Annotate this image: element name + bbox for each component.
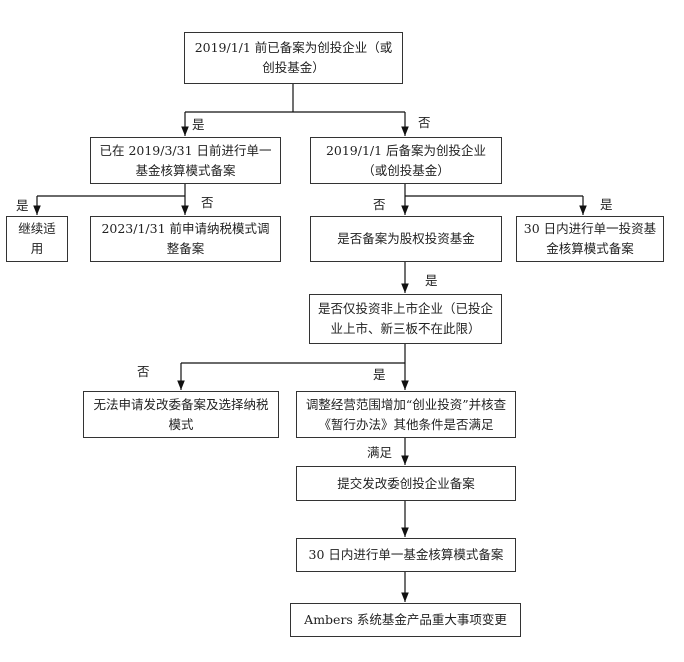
decision-equity-fund-registered: 是否备案为股权投资基金 [310, 216, 502, 262]
node-text: 2019/1/1 后备案为创投企业（或创投基金） [325, 142, 487, 178]
node-ambers-system-change: Ambers 系统基金产品重大事项变更 [290, 603, 521, 637]
node-text: 30 日内进行单一基金核算模式备案 [308, 547, 504, 562]
start-node-prior-registration: 2019/1/1 前已备案为创投企业（或创投基金） [184, 32, 403, 84]
node-text: 30 日内进行单一投资基金核算模式备案 [523, 221, 657, 256]
node-text: 调整经营范围增加“创业投资”并核查《暂行办法》其他条件是否满足 [305, 396, 507, 432]
node-continue-apply: 继续适用 [6, 216, 68, 262]
branch-label-no: 否 [418, 115, 431, 130]
branch-label-yes: 是 [600, 197, 613, 212]
node-text: 已在 2019/3/31 日前进行单一基金核算模式备案 [99, 142, 272, 178]
node-submit-ndrc-registration: 提交发改委创投企业备案 [296, 466, 516, 501]
node-single-fund-accounting-30-days: 30 日内进行单一基金核算模式备案 [296, 538, 516, 572]
node-text: 无法申请发改委备案及选择纳税模式 [93, 396, 269, 432]
branch-label-satisfied: 满足 [367, 445, 393, 460]
branch-label-no: 否 [137, 364, 150, 379]
node-single-fund-accounting-registered: 已在 2019/3/31 日前进行单一基金核算模式备案 [90, 137, 281, 184]
decision-only-unlisted-investment: 是否仅投资非上市企业（已投企业上市、新三板不在此限） [309, 294, 502, 344]
node-text: 2019/1/1 前已备案为创投企业（或创投基金） [194, 40, 393, 75]
branch-label-no: 否 [201, 195, 214, 210]
branch-label-yes: 是 [425, 273, 438, 288]
branch-label-no: 否 [373, 197, 386, 212]
branch-label-yes: 是 [192, 117, 205, 132]
branch-label-yes: 是 [373, 367, 386, 382]
node-registered-after-2019: 2019/1/1 后备案为创投企业（或创投基金） [310, 137, 502, 184]
node-adjust-business-scope: 调整经营范围增加“创业投资”并核查《暂行办法》其他条件是否满足 [296, 391, 516, 438]
node-apply-tax-mode-adjustment: 2023/1/31 前申请纳税模式调整备案 [90, 216, 281, 262]
node-text: 是否备案为股权投资基金 [337, 231, 475, 246]
branch-label-yes: 是 [16, 198, 29, 213]
node-cannot-apply-ndrc: 无法申请发改委备案及选择纳税模式 [83, 391, 279, 438]
node-text: 继续适用 [18, 221, 56, 256]
node-single-investment-fund-accounting: 30 日内进行单一投资基金核算模式备案 [516, 216, 664, 262]
node-text: Ambers 系统基金产品重大事项变更 [304, 612, 507, 627]
node-text: 提交发改委创投企业备案 [337, 475, 475, 491]
node-text: 2023/1/31 前申请纳税模式调整备案 [101, 221, 270, 256]
node-text: 是否仅投资非上市企业（已投企业上市、新三板不在此限） [317, 301, 493, 336]
